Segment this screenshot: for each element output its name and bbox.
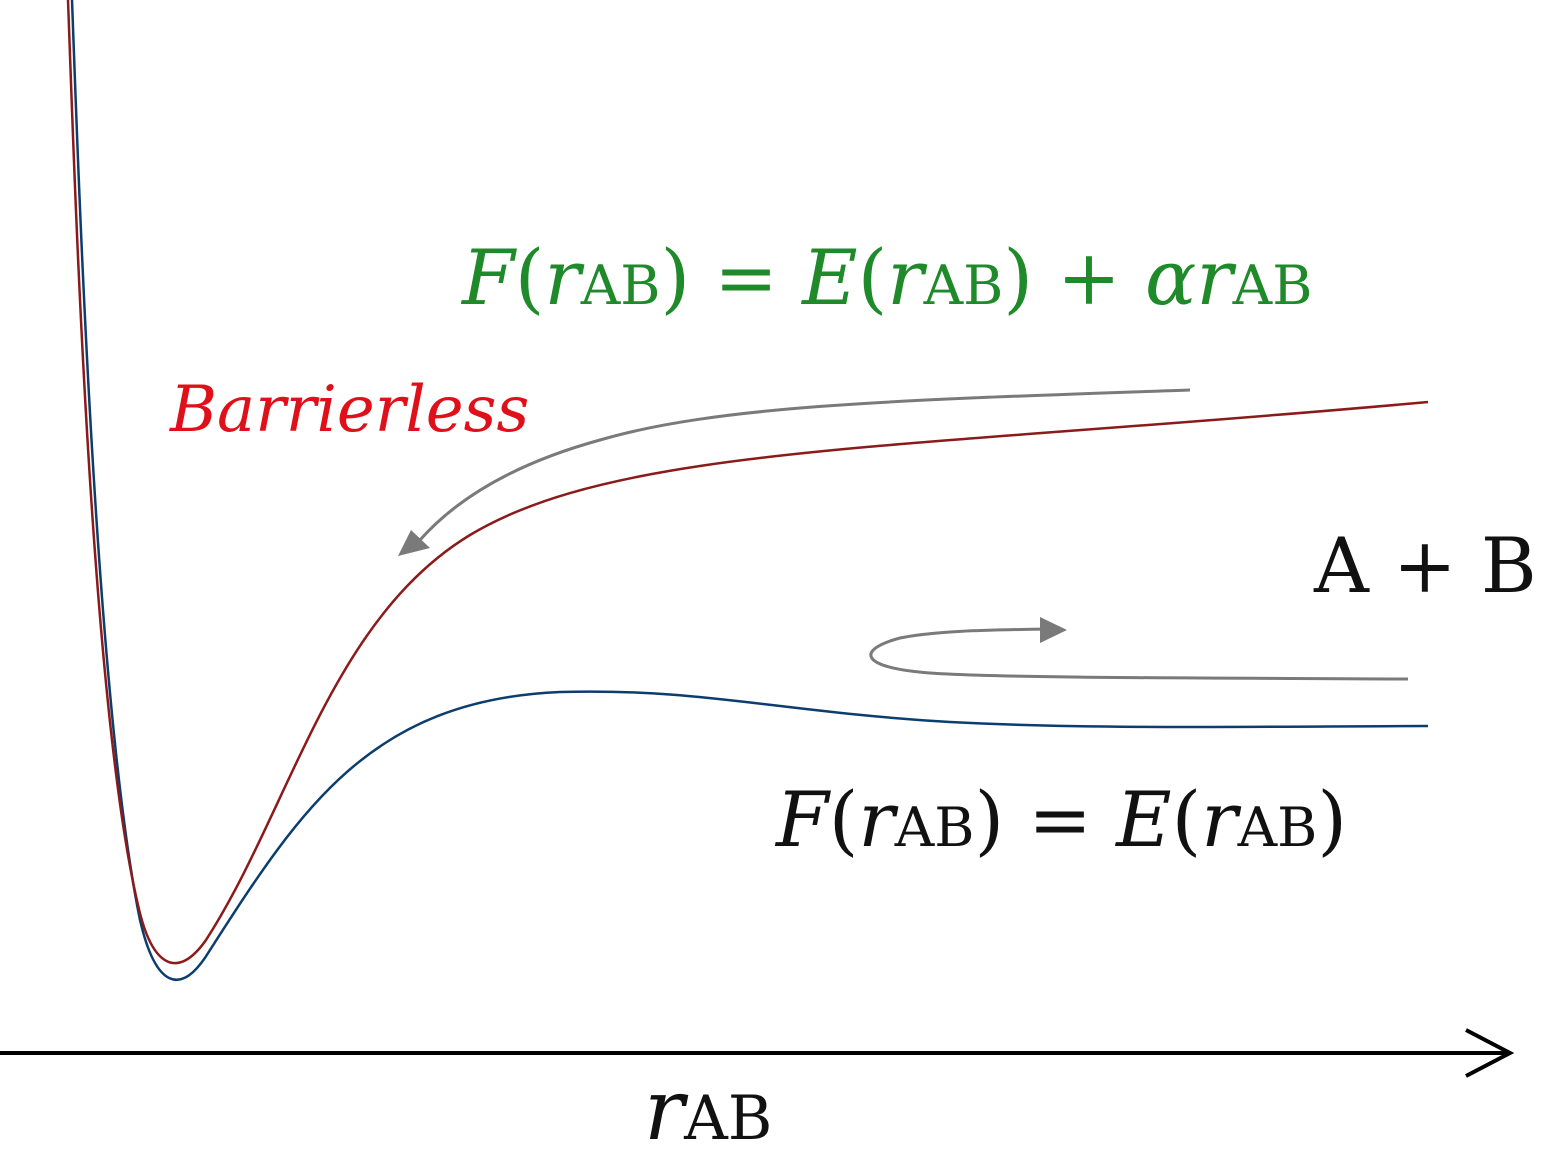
- eq-f: F: [776, 775, 829, 864]
- eq-equals: =: [690, 233, 803, 322]
- biased-potential-curve: [66, 0, 1429, 965]
- filled-triangle-arrowhead-icon: [398, 530, 430, 556]
- species-label: A + B: [1314, 521, 1537, 610]
- eq-sub2: AB: [1237, 795, 1318, 859]
- axis-r: r: [644, 1061, 685, 1159]
- eq-e: E: [1116, 775, 1172, 864]
- eq-sub2: AB: [923, 253, 1004, 317]
- eq-e: E: [802, 233, 858, 322]
- eq-rp2: ): [1003, 233, 1033, 322]
- eq-equals: =: [1004, 775, 1117, 864]
- eq-r: r: [858, 775, 895, 864]
- eq-rp: ): [660, 233, 691, 322]
- eq-r2: r: [887, 233, 924, 322]
- filled-triangle-arrowhead-icon: [1040, 617, 1067, 643]
- eq-sub3: AB: [1232, 253, 1313, 317]
- eq-f: F: [462, 233, 515, 322]
- eq-lp2: (: [1171, 775, 1202, 864]
- eq-r2: r: [1201, 775, 1238, 864]
- axis-sub: AB: [684, 1084, 773, 1154]
- barrierless-label: Barrierless: [170, 373, 530, 447]
- eq-plus: +: [1033, 233, 1145, 322]
- reaction-path-arrow-lower: [869, 627, 1409, 681]
- eq-sub: AB: [580, 253, 661, 317]
- unbiased-potential-curve: [70, 0, 1429, 981]
- unbiased-energy-equation: F(rAB) = E(rAB): [776, 782, 1347, 858]
- open-arrowhead-icon: [1465, 1028, 1515, 1078]
- eq-lp: (: [828, 775, 859, 864]
- eq-rp2: ): [1317, 775, 1347, 864]
- eq-lp: (: [514, 233, 545, 322]
- eq-rp: ): [974, 775, 1005, 864]
- eq-alpha: α: [1145, 233, 1197, 322]
- biased-energy-equation: F(rAB) = E(rAB) + αrAB: [462, 240, 1312, 316]
- eq-lp2: (: [857, 233, 888, 322]
- x-axis-label: rAB: [644, 1068, 772, 1152]
- reaction-path-arrow-upper: [418, 388, 1191, 541]
- eq-sub: AB: [894, 795, 975, 859]
- eq-r3: r: [1196, 233, 1233, 322]
- eq-r: r: [544, 233, 581, 322]
